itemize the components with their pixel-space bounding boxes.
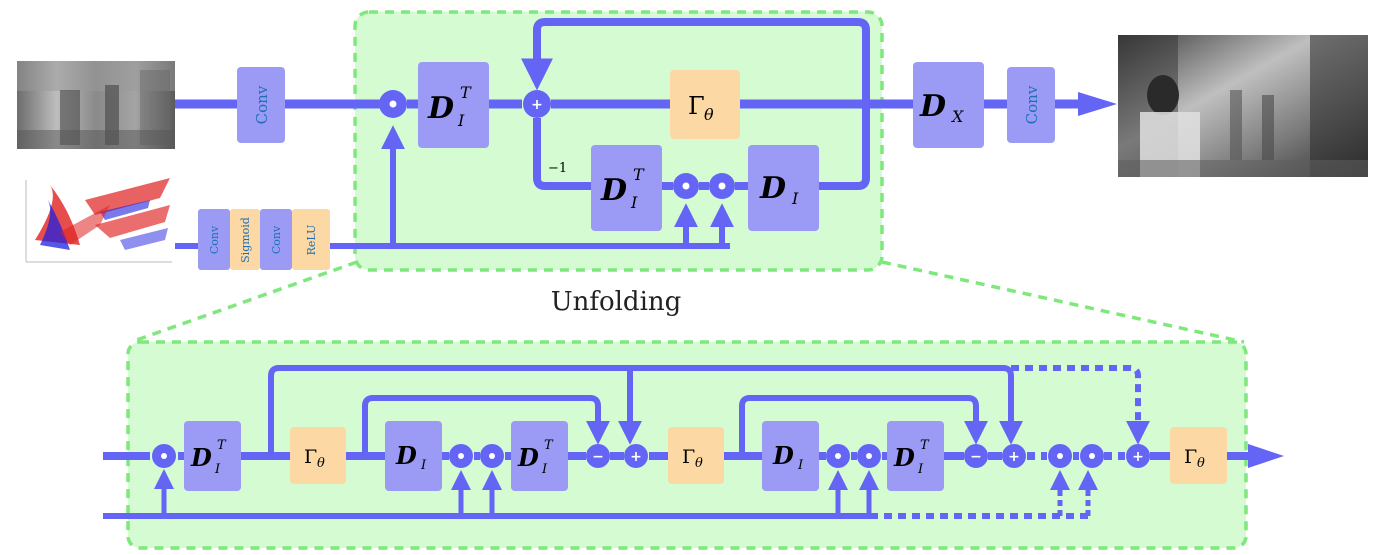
svg-text:+: +: [1008, 449, 1020, 465]
svg-text:D: D: [517, 443, 539, 472]
bottom-flow: [103, 365, 1284, 519]
svg-text:I: I: [420, 458, 427, 473]
output-image: [1118, 35, 1368, 177]
block-dx: D X: [913, 62, 984, 148]
block-gamma-b2: Γ θ: [668, 427, 724, 484]
plus-op-b1: +: [624, 444, 648, 468]
svg-text:−: −: [592, 449, 604, 465]
plus-op-top: +: [523, 90, 551, 118]
block-di-b1: D I: [385, 421, 442, 491]
svg-text:D: D: [427, 91, 454, 126]
multiply-op-b4: [826, 444, 850, 468]
svg-text:Γ: Γ: [682, 446, 695, 468]
blurry-input-image: [17, 61, 175, 149]
svg-text:−: −: [970, 449, 982, 465]
conv-block-output: Conv: [1007, 67, 1055, 143]
minus-op-b1: −: [586, 444, 610, 468]
svg-text:+: +: [630, 449, 642, 465]
svg-text:I: I: [917, 462, 924, 477]
multiply-op-b2: [449, 444, 473, 468]
svg-text:ReLU: ReLU: [305, 225, 318, 256]
svg-text:T: T: [460, 83, 472, 102]
conv-label: Conv: [1023, 85, 1041, 124]
svg-text:D: D: [395, 441, 417, 470]
svg-text:θ: θ: [695, 456, 703, 471]
svg-text:I: I: [214, 462, 221, 477]
svg-text:D: D: [190, 443, 212, 472]
svg-text:Conv: Conv: [270, 225, 283, 254]
plus-op-b3: +: [1126, 444, 1150, 468]
svg-text:T: T: [544, 438, 554, 453]
unfolding-caption: Unfolding: [551, 287, 682, 317]
multiply-op-b7: [1080, 444, 1104, 468]
svg-text:T: T: [920, 438, 930, 453]
sigmoid-block: Sigmoid: [230, 209, 260, 270]
svg-text:Γ: Γ: [1184, 446, 1197, 468]
relu-block: ReLU: [292, 209, 330, 270]
svg-text:D: D: [893, 443, 915, 472]
block-dit-b1: D T I: [184, 421, 241, 491]
multiply-op-b1: [152, 444, 176, 468]
svg-text:T: T: [633, 165, 645, 184]
svg-text:θ: θ: [704, 105, 714, 124]
event-input-image: [17, 176, 175, 268]
multiply-op-top: [379, 90, 407, 118]
svg-text:T: T: [217, 438, 227, 453]
svg-text:Sigmoid: Sigmoid: [239, 217, 252, 263]
multiply-op-b3: [480, 444, 504, 468]
block-gamma-top: Γ θ: [670, 70, 740, 139]
multiply-op-b5: [857, 444, 881, 468]
svg-text:Γ: Γ: [688, 92, 705, 120]
svg-text:I: I: [541, 462, 548, 477]
block-di-inner: D I: [748, 145, 819, 231]
zoom-line-left: [130, 260, 358, 344]
svg-text:D: D: [600, 173, 627, 208]
multiply-op-b6: [1048, 444, 1072, 468]
svg-text:θ: θ: [317, 456, 325, 471]
conv-label: Conv: [253, 85, 271, 124]
conv-block-event-2: Conv: [260, 209, 292, 270]
svg-text:I: I: [797, 458, 804, 473]
zoom-line-right: [881, 260, 1245, 344]
svg-text:D: D: [759, 171, 786, 206]
minus-op-b2: −: [964, 444, 988, 468]
block-dit-b2: D T I: [511, 421, 568, 491]
svg-text:Conv: Conv: [208, 225, 221, 254]
conv-block-top: Conv: [237, 67, 285, 143]
svg-text:I: I: [630, 193, 638, 212]
svg-text:D: D: [919, 89, 946, 124]
multiply-op-inner-1: [673, 173, 699, 199]
block-gamma-b1: Γ θ: [290, 427, 346, 484]
svg-text:θ: θ: [1197, 456, 1205, 471]
block-di-b2: D I: [762, 421, 819, 491]
svg-text:+: +: [531, 97, 543, 113]
block-dit-b3: D T I: [887, 421, 944, 491]
conv-block-event-1: Conv: [198, 209, 230, 270]
block-dit-inner: D T I: [591, 145, 662, 231]
block-dit-top: D T I: [418, 62, 489, 148]
svg-text:I: I: [791, 189, 799, 208]
multiply-op-inner-2: [709, 173, 735, 199]
plus-op-b2: +: [1002, 444, 1026, 468]
svg-text:X: X: [950, 107, 964, 126]
svg-text:I: I: [457, 111, 465, 130]
neg-one-label: −1: [548, 161, 567, 176]
svg-text:Γ: Γ: [304, 446, 317, 468]
svg-text:+: +: [1132, 449, 1144, 465]
svg-text:D: D: [772, 441, 794, 470]
block-gamma-b3: Γ θ: [1170, 427, 1227, 484]
